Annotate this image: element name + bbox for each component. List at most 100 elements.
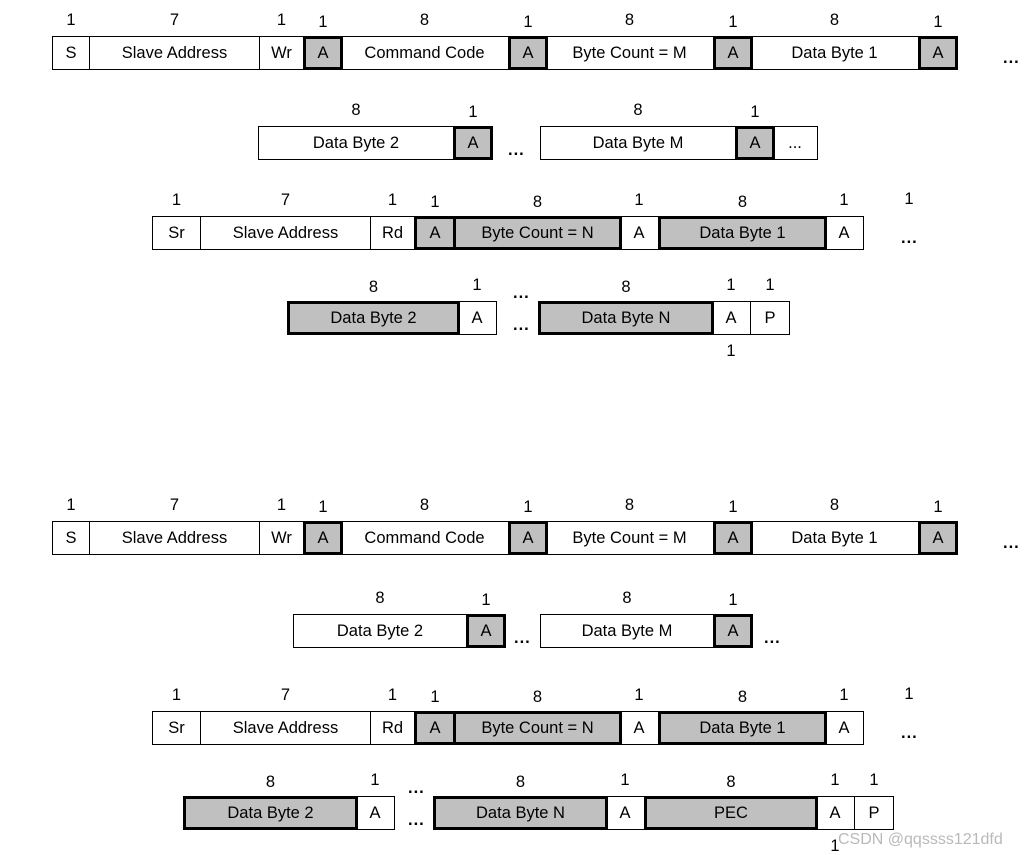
field-label: A xyxy=(932,43,944,62)
field-label: A xyxy=(838,718,850,737)
bit-width-label: 1 xyxy=(276,496,287,514)
field-label: S xyxy=(65,43,77,62)
bit-width-label: 8 xyxy=(419,496,430,514)
field-label: P xyxy=(868,803,880,822)
watermark: CSDN @qqssss121dfd xyxy=(838,831,1003,848)
bit-width-label: 1 xyxy=(869,771,879,789)
bit-width-label: 8 xyxy=(368,278,379,296)
bit-width-label: 8 xyxy=(737,688,748,706)
bit-width-label: 1 xyxy=(839,686,849,704)
field-label: A xyxy=(727,528,739,547)
field-label: Slave Address xyxy=(121,43,228,62)
field-label: Wr xyxy=(271,43,292,62)
protocol-field-cell: Data Byte 1 8 xyxy=(658,689,827,745)
field-label: A xyxy=(838,223,850,242)
field-label: A xyxy=(369,803,381,822)
field-label: Slave Address xyxy=(121,528,228,547)
field-label: S xyxy=(65,528,77,547)
bit-width-label: 1 xyxy=(750,103,760,121)
field-label: Byte Count = M xyxy=(572,43,687,62)
bit-width-label: 7 xyxy=(280,191,291,209)
field-label: A xyxy=(829,803,841,822)
field-label: Wr xyxy=(271,528,292,547)
bit-width-label-floating: 1 xyxy=(904,685,914,703)
field-label: A xyxy=(429,223,441,242)
bit-width-label: 8 xyxy=(265,773,276,791)
field-label: Data Byte 1 xyxy=(699,223,786,242)
bit-width-label: 1 xyxy=(318,13,328,31)
field-label: Data Byte 1 xyxy=(699,718,786,737)
continuation-ellipsis: ... xyxy=(408,811,425,829)
bit-width-label: 1 xyxy=(728,591,738,609)
bit-width-label: 1 xyxy=(468,103,478,121)
field-label: Data Byte 2 xyxy=(330,308,417,327)
continuation-ellipsis: ... xyxy=(1003,49,1020,67)
bit-width-label: 1 xyxy=(620,771,630,789)
protocol-field-cell: Rd 1 xyxy=(370,687,415,745)
field-label: Rd xyxy=(381,718,404,737)
field-label: Slave Address xyxy=(232,718,339,737)
bit-width-label: 8 xyxy=(375,589,385,607)
protocol-field-cell: ... xyxy=(772,126,818,160)
field-label: A xyxy=(522,43,534,62)
continuation-ellipsis: ... xyxy=(764,629,781,647)
bit-width-label: 1 xyxy=(387,686,398,704)
bit-width-label: 1 xyxy=(387,191,398,209)
bit-width-label: 1 xyxy=(171,191,182,209)
field-label: Slave Address xyxy=(232,223,339,242)
bit-width-label: 1 xyxy=(66,11,76,29)
protocol-field-cell: Data Byte 2 8 xyxy=(293,590,467,648)
continuation-ellipsis: ... xyxy=(514,629,531,647)
field-label: Byte Count = N xyxy=(481,223,594,242)
bit-width-label: 8 xyxy=(532,193,543,211)
bit-width-label: 8 xyxy=(624,11,635,29)
field-label: A xyxy=(317,528,329,547)
bit-width-label: 1 xyxy=(728,498,738,516)
bit-width-label: 1 xyxy=(933,13,943,31)
field-label: A xyxy=(317,43,329,62)
field-label: A xyxy=(725,308,737,327)
field-label: A xyxy=(749,133,761,152)
bit-width-label: 1 xyxy=(276,11,287,29)
bit-width-label: 1 xyxy=(765,276,775,294)
bit-width-label: 1 xyxy=(728,13,738,31)
bit-width-label-floating: 1 xyxy=(904,190,914,208)
protocol-field-cell: Byte Count = N 8 xyxy=(453,194,622,250)
bit-width-label: 8 xyxy=(829,11,840,29)
field-label: A xyxy=(633,718,645,737)
field-label: ... xyxy=(788,133,802,152)
field-label: P xyxy=(764,308,776,327)
bit-width-label: 8 xyxy=(829,496,840,514)
continuation-ellipsis: ... xyxy=(901,724,918,742)
field-label: Data Byte 2 xyxy=(336,621,424,640)
bit-width-label-below: 1 xyxy=(830,836,840,855)
